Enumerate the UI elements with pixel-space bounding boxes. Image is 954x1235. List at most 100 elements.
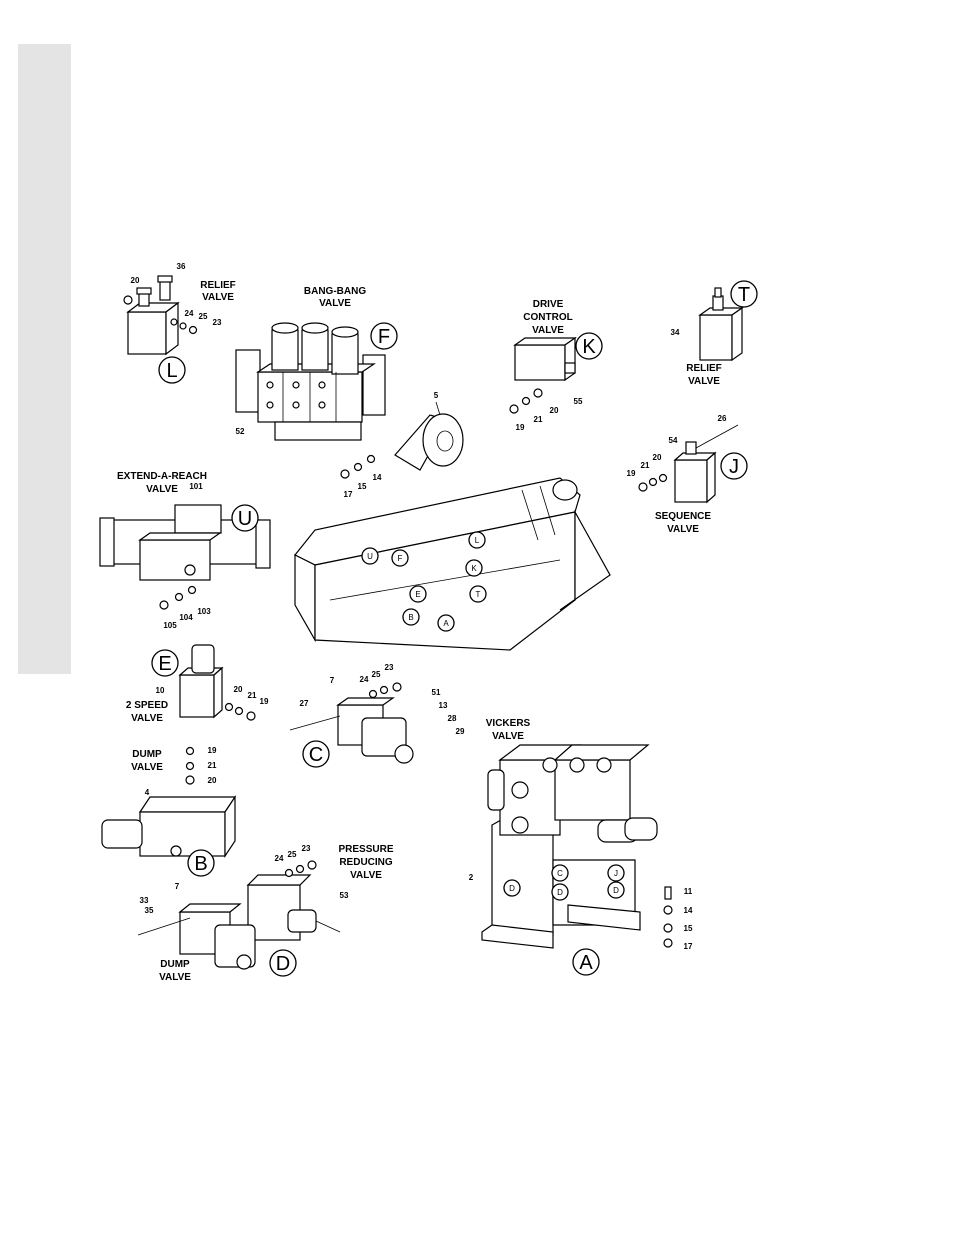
drive-control-valve-K: K DRIVE CONTROL VALVE 19 21 20 55 — [509, 299, 603, 432]
callout-letter: L — [166, 360, 177, 382]
part-number: 19 — [516, 423, 525, 432]
part-number: 35 — [145, 906, 154, 915]
component-label: VALVE — [667, 524, 699, 535]
part-number: 13 — [439, 701, 448, 710]
part-number: 103 — [197, 607, 211, 616]
frame-markers: U F L K E T B A — [361, 531, 487, 632]
callout-letter: B — [194, 853, 207, 875]
valve-C: C 7 27 24 25 23 — [289, 663, 414, 768]
component-label: CONTROL — [523, 312, 572, 323]
part-number: 23 — [302, 844, 311, 853]
callout-letter: D — [276, 953, 290, 975]
frame-marker: B — [408, 613, 413, 622]
part-number: 26 — [718, 414, 727, 423]
vickers-marker: D — [557, 888, 563, 897]
part-number: 17 — [684, 942, 693, 951]
callout-letter: K — [582, 336, 596, 358]
component-label: PRESSURE — [338, 844, 393, 855]
component-label: VALVE — [688, 376, 720, 387]
vickers-marker: C — [557, 869, 563, 878]
frame-marker: U — [367, 552, 373, 561]
part-number: 20 — [234, 685, 243, 694]
frame-marker: K — [471, 564, 477, 573]
vickers-valve-A: A VICKERS VALVE 51 13 28 29 2 11 14 15 1… — [432, 688, 693, 976]
component-label: VALVE — [131, 762, 163, 773]
component-label: VALVE — [159, 972, 191, 983]
component-label: VALVE — [146, 484, 178, 495]
part-number: 15 — [684, 924, 693, 933]
callout-letter: A — [579, 952, 593, 974]
pressure-reducing-valve-D: D PRESSURE REDUCING VALVE DUMP VALVE 24 … — [137, 844, 394, 983]
part-number: 28 — [448, 714, 457, 723]
component-label: DUMP — [160, 959, 190, 970]
component-label: RELIEF — [200, 280, 236, 291]
part-number: 20 — [131, 276, 140, 285]
part-number: 2 — [469, 873, 474, 882]
callout-letter: E — [158, 653, 171, 675]
vickers-marker: D — [509, 884, 515, 893]
part-number: 5 — [434, 391, 439, 400]
part-number: 21 — [208, 761, 217, 770]
component-label: VALVE — [532, 325, 564, 336]
part-number: 21 — [248, 691, 257, 700]
vickers-markers: D C D J D — [503, 864, 625, 901]
part-number: 25 — [372, 670, 381, 679]
part-number: 52 — [236, 427, 245, 436]
part-number: 24 — [360, 675, 369, 684]
bang-bang-valve-F: F BANG-BANG VALVE 52 5 17 15 14 — [235, 286, 464, 499]
part-number: 27 — [300, 699, 309, 708]
callout-letter: J — [729, 456, 739, 478]
part-number: 25 — [199, 312, 208, 321]
component-label: DUMP — [132, 749, 162, 760]
part-number: 25 — [288, 850, 297, 859]
callout-letter: T — [738, 284, 750, 306]
frame-marker: A — [443, 619, 449, 628]
component-label: SEQUENCE — [655, 511, 711, 522]
relief-valve-T: T RELIEF VALVE 34 — [671, 280, 758, 387]
part-number: 24 — [185, 309, 194, 318]
part-number: 101 — [189, 482, 203, 491]
part-number: 21 — [641, 461, 650, 470]
part-number: 51 — [432, 688, 441, 697]
sequence-valve-J: J SEQUENCE VALVE 26 54 19 21 20 — [627, 414, 748, 535]
component-label: REDUCING — [339, 857, 393, 868]
part-number: 20 — [653, 453, 662, 462]
relief-valve-L: L RELIEF VALVE 20 36 24 25 23 — [123, 262, 236, 384]
part-number: 36 — [177, 262, 186, 271]
component-label: RELIEF — [686, 363, 722, 374]
callout-letter: U — [238, 508, 252, 530]
part-number: 19 — [208, 746, 217, 755]
part-number: 20 — [208, 776, 217, 785]
component-label: EXTEND-A-REACH — [117, 471, 207, 482]
margin-strip — [18, 44, 71, 674]
part-number: 34 — [671, 328, 680, 337]
component-label: VALVE — [350, 870, 382, 881]
mounting-frame — [294, 477, 611, 651]
component-label: DRIVE — [533, 299, 564, 310]
part-number: 33 — [140, 896, 149, 905]
vickers-marker: D — [613, 886, 619, 895]
component-label: VALVE — [202, 292, 234, 303]
component-label: BANG-BANG — [304, 286, 366, 297]
part-number: 17 — [344, 490, 353, 499]
component-label: VALVE — [131, 713, 163, 724]
two-speed-valve-E: E 2 SPEED VALVE 10 20 21 19 — [126, 644, 269, 724]
component-label: VALVE — [492, 731, 524, 742]
part-number: 14 — [373, 473, 382, 482]
component-label: VALVE — [319, 298, 351, 309]
part-number: 19 — [260, 697, 269, 706]
frame-marker: E — [415, 590, 420, 599]
part-number: 4 — [145, 788, 150, 797]
part-number: 15 — [358, 482, 367, 491]
vickers-marker: J — [614, 869, 618, 878]
part-number: 54 — [669, 436, 678, 445]
part-number: 7 — [330, 676, 335, 685]
part-number: 23 — [385, 663, 394, 672]
part-number: 19 — [627, 469, 636, 478]
part-number: 14 — [684, 906, 693, 915]
part-number: 55 — [574, 397, 583, 406]
part-number: 53 — [340, 891, 349, 900]
frame-marker: F — [398, 554, 403, 563]
component-label: VICKERS — [486, 718, 531, 729]
part-number: 104 — [179, 613, 193, 622]
